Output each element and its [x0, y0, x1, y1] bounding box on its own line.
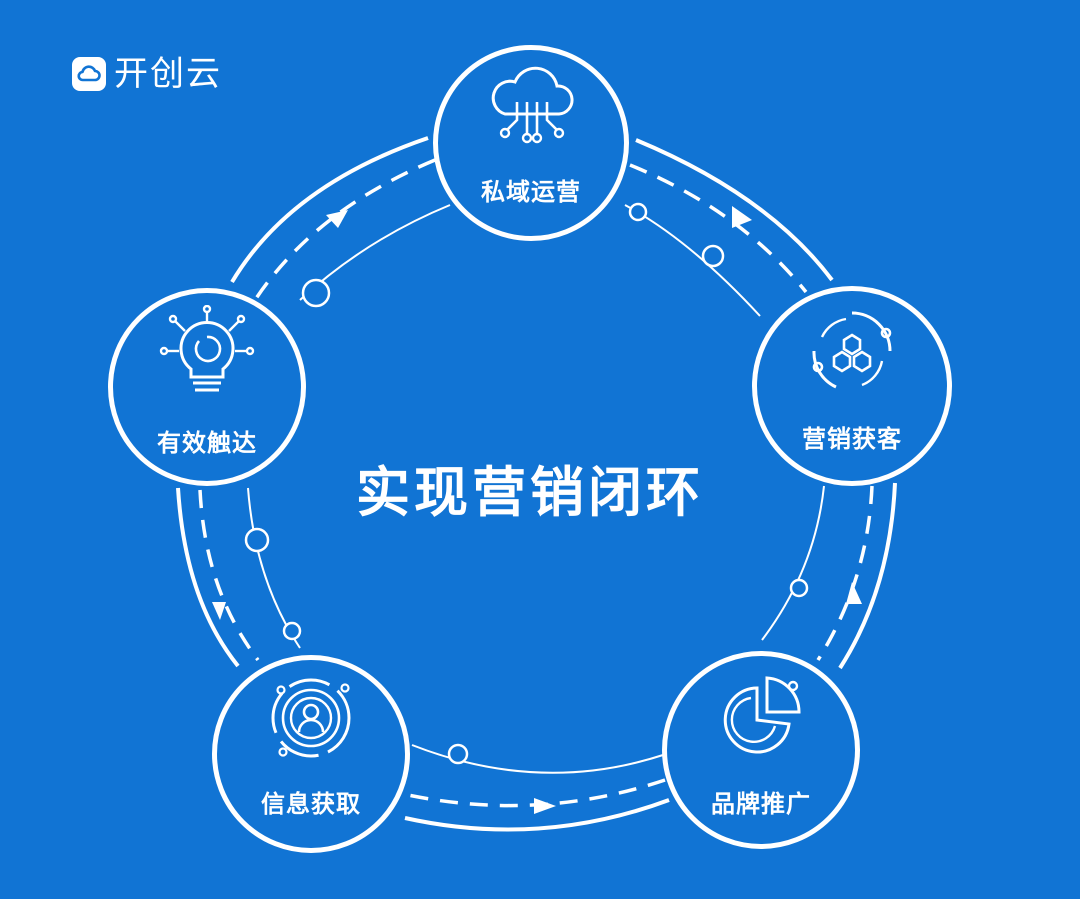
cloud-icon: [72, 57, 106, 91]
path-dot: [282, 621, 302, 641]
node-label: 信息获取: [261, 790, 361, 818]
brand-logo: 开创云: [72, 54, 222, 94]
node-brand-promotion: 品牌推广: [662, 651, 860, 849]
hexagon-cluster-icon: [812, 311, 892, 389]
path-dot: [628, 202, 648, 222]
arrow-head-right: [846, 582, 862, 604]
user-target-icon: [271, 678, 351, 758]
path-dot: [701, 244, 725, 268]
path-dot: [244, 527, 270, 553]
arrow-head-top-right: [732, 206, 752, 228]
node-label: 私域运营: [481, 178, 581, 206]
cloud-network-icon: [491, 66, 574, 144]
arrow-head-top-left: [326, 210, 348, 228]
node-label: 品牌推广: [711, 790, 811, 818]
brand-name: 开创云: [114, 54, 222, 94]
node-label: 有效触达: [157, 429, 257, 457]
outer-arcs: [176, 136, 897, 832]
node-effective-reach: 有效触达: [108, 288, 306, 486]
pie-chart-icon: [723, 676, 801, 754]
arrow-heads: [212, 206, 862, 814]
path-dot: [789, 578, 809, 598]
path-dots: [244, 202, 809, 765]
lightbulb-icon: [159, 305, 255, 392]
node-label: 营销获客: [802, 425, 902, 453]
path-dot: [301, 278, 331, 308]
node-private-domain: 私域运营: [433, 45, 629, 241]
path-dot: [447, 743, 469, 765]
node-marketing-acquisition: 营销获客: [752, 286, 952, 486]
arrow-head-bottom: [534, 798, 556, 814]
node-info-acquisition: 信息获取: [212, 655, 410, 853]
center-title: 实现营销闭环: [356, 461, 704, 524]
arrow-head-left: [212, 602, 226, 620]
